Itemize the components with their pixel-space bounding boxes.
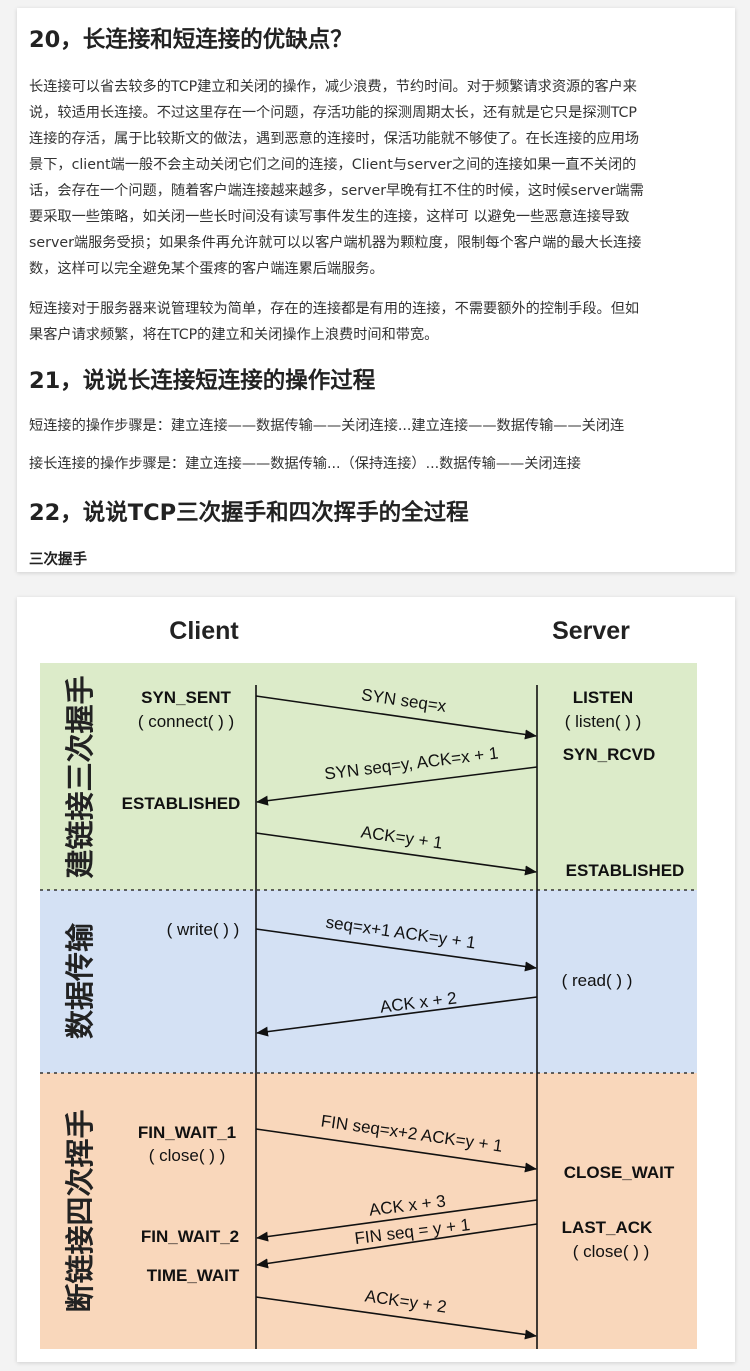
server-call-close: ( close( ) ) [573, 1242, 650, 1261]
tcp-sequence-diagram: Client Server 建链接三次握手 数据传输 断链接四次挥手 SYN_S… [40, 617, 697, 1349]
server-call-read: ( read( ) ) [562, 971, 633, 990]
phase-label-handshake: 建链接三次握手 [63, 675, 97, 878]
heading-22: 22，说说TCP三次握手和四次挥手的全过程 [29, 500, 469, 526]
paragraph-line: 长连接可以省去较多的TCP建立和关闭的操作，减少浪费，节约时间。对于频繁请求资源… [29, 79, 637, 95]
arrow-final-ack [255, 1296, 537, 1340]
server-state-listen: LISTEN [573, 688, 633, 707]
paragraph-line: 说，较适用长连接。不过这里存在一个问题，存活功能的探测周期太长，还有就是它只是探… [29, 105, 637, 121]
arrow-ack-fin [256, 1199, 538, 1242]
client-state-established: ESTABLISHED [122, 794, 241, 813]
arrow-fin-client [255, 1128, 537, 1173]
paragraph-line: 景下，client端一般不会主动关闭它们之间的连接，Client与server之… [29, 157, 637, 173]
paragraph-long-steps: 接长连接的操作步骤是：建立连接——数据传输...（保持连接）...数据传输——关… [29, 456, 581, 472]
paragraph-line: server端服务受损；如果条件再允许就可以以客户端机器为颗粒度，限制每个客户端… [29, 235, 642, 251]
client-call-connect: ( connect( ) ) [138, 712, 234, 731]
subheading-three-way-handshake: 三次握手 [29, 552, 87, 568]
paragraph-long-connection: 长连接可以省去较多的TCP建立和关闭的操作，减少浪费，节约时间。对于频繁请求资源… [29, 74, 729, 282]
client-state-fin-wait-2: FIN_WAIT_2 [141, 1227, 239, 1246]
server-state-syn-rcvd: SYN_RCVD [563, 745, 656, 764]
heading-21: 21，说说长连接短连接的操作过程 [29, 368, 376, 394]
arrow-data [255, 928, 537, 972]
paragraph-line: 连接的存活，属于比较斯文的做法，遇到恶意的连接时，保活功能就不够使了。在长连接的… [29, 131, 640, 147]
handshake-phase-bg [40, 663, 697, 890]
client-call-close: ( close( ) ) [149, 1146, 226, 1165]
transfer-phase-bg [40, 890, 697, 1073]
article-card: 20，长连接和短连接的优缺点？ 长连接可以省去较多的TCP建立和关闭的操作，减少… [17, 8, 735, 572]
teardown-phase-bg [40, 1073, 697, 1349]
client-state-time-wait: TIME_WAIT [147, 1266, 240, 1285]
client-call-write: ( write( ) ) [167, 920, 240, 939]
server-state-close-wait: CLOSE_WAIT [564, 1163, 675, 1182]
tcp-diagram-card: Client Server 建链接三次握手 数据传输 断链接四次挥手 SYN_S… [17, 597, 735, 1362]
paragraph-line: 话，会存在一个问题，随着客户端连接越来越多，server早晚有扛不住的时候，这时… [29, 183, 644, 199]
phase-label-teardown: 断链接四次挥手 [63, 1109, 97, 1312]
arrow-data-ack [256, 996, 538, 1037]
client-header: Client [169, 617, 239, 645]
arrow-fin-server [256, 1223, 538, 1269]
arrow-syn [255, 695, 537, 740]
paragraph-short-steps: 短连接的操作步骤是：建立连接——数据传输——关闭连接...建立连接——数据传输—… [29, 418, 625, 434]
phase-label-transfer: 数据传输 [63, 922, 97, 1039]
paragraph-line: 果客户请求频繁，将在TCP的建立和关闭操作上浪费时间和带宽。 [29, 327, 439, 343]
client-state-syn-sent: SYN_SENT [141, 688, 231, 707]
paragraph-short-connection: 短连接对于服务器来说管理较为简单，存在的连接都是有用的连接，不需要额外的控制手段… [29, 296, 729, 348]
server-header: Server [552, 617, 630, 645]
paragraph-line: 数，这样可以完全避免某个蛋疼的客户端连累后端服务。 [29, 261, 384, 277]
paragraph-line: 短连接对于服务器来说管理较为简单，存在的连接都是有用的连接，不需要额外的控制手段… [29, 301, 640, 317]
arrow-ack [255, 832, 537, 876]
server-call-listen: ( listen( ) ) [565, 712, 642, 731]
heading-20: 20，长连接和短连接的优缺点？ [29, 27, 353, 53]
server-state-last-ack: LAST_ACK [562, 1218, 653, 1237]
client-state-fin-wait-1: FIN_WAIT_1 [138, 1123, 236, 1142]
server-state-established: ESTABLISHED [566, 861, 685, 880]
paragraph-line: 要采取一些策略，如关闭一些长时间没有读写事件发生的连接，这样可 以避免一些恶意连… [29, 209, 630, 225]
arrow-syn-ack [256, 766, 538, 806]
